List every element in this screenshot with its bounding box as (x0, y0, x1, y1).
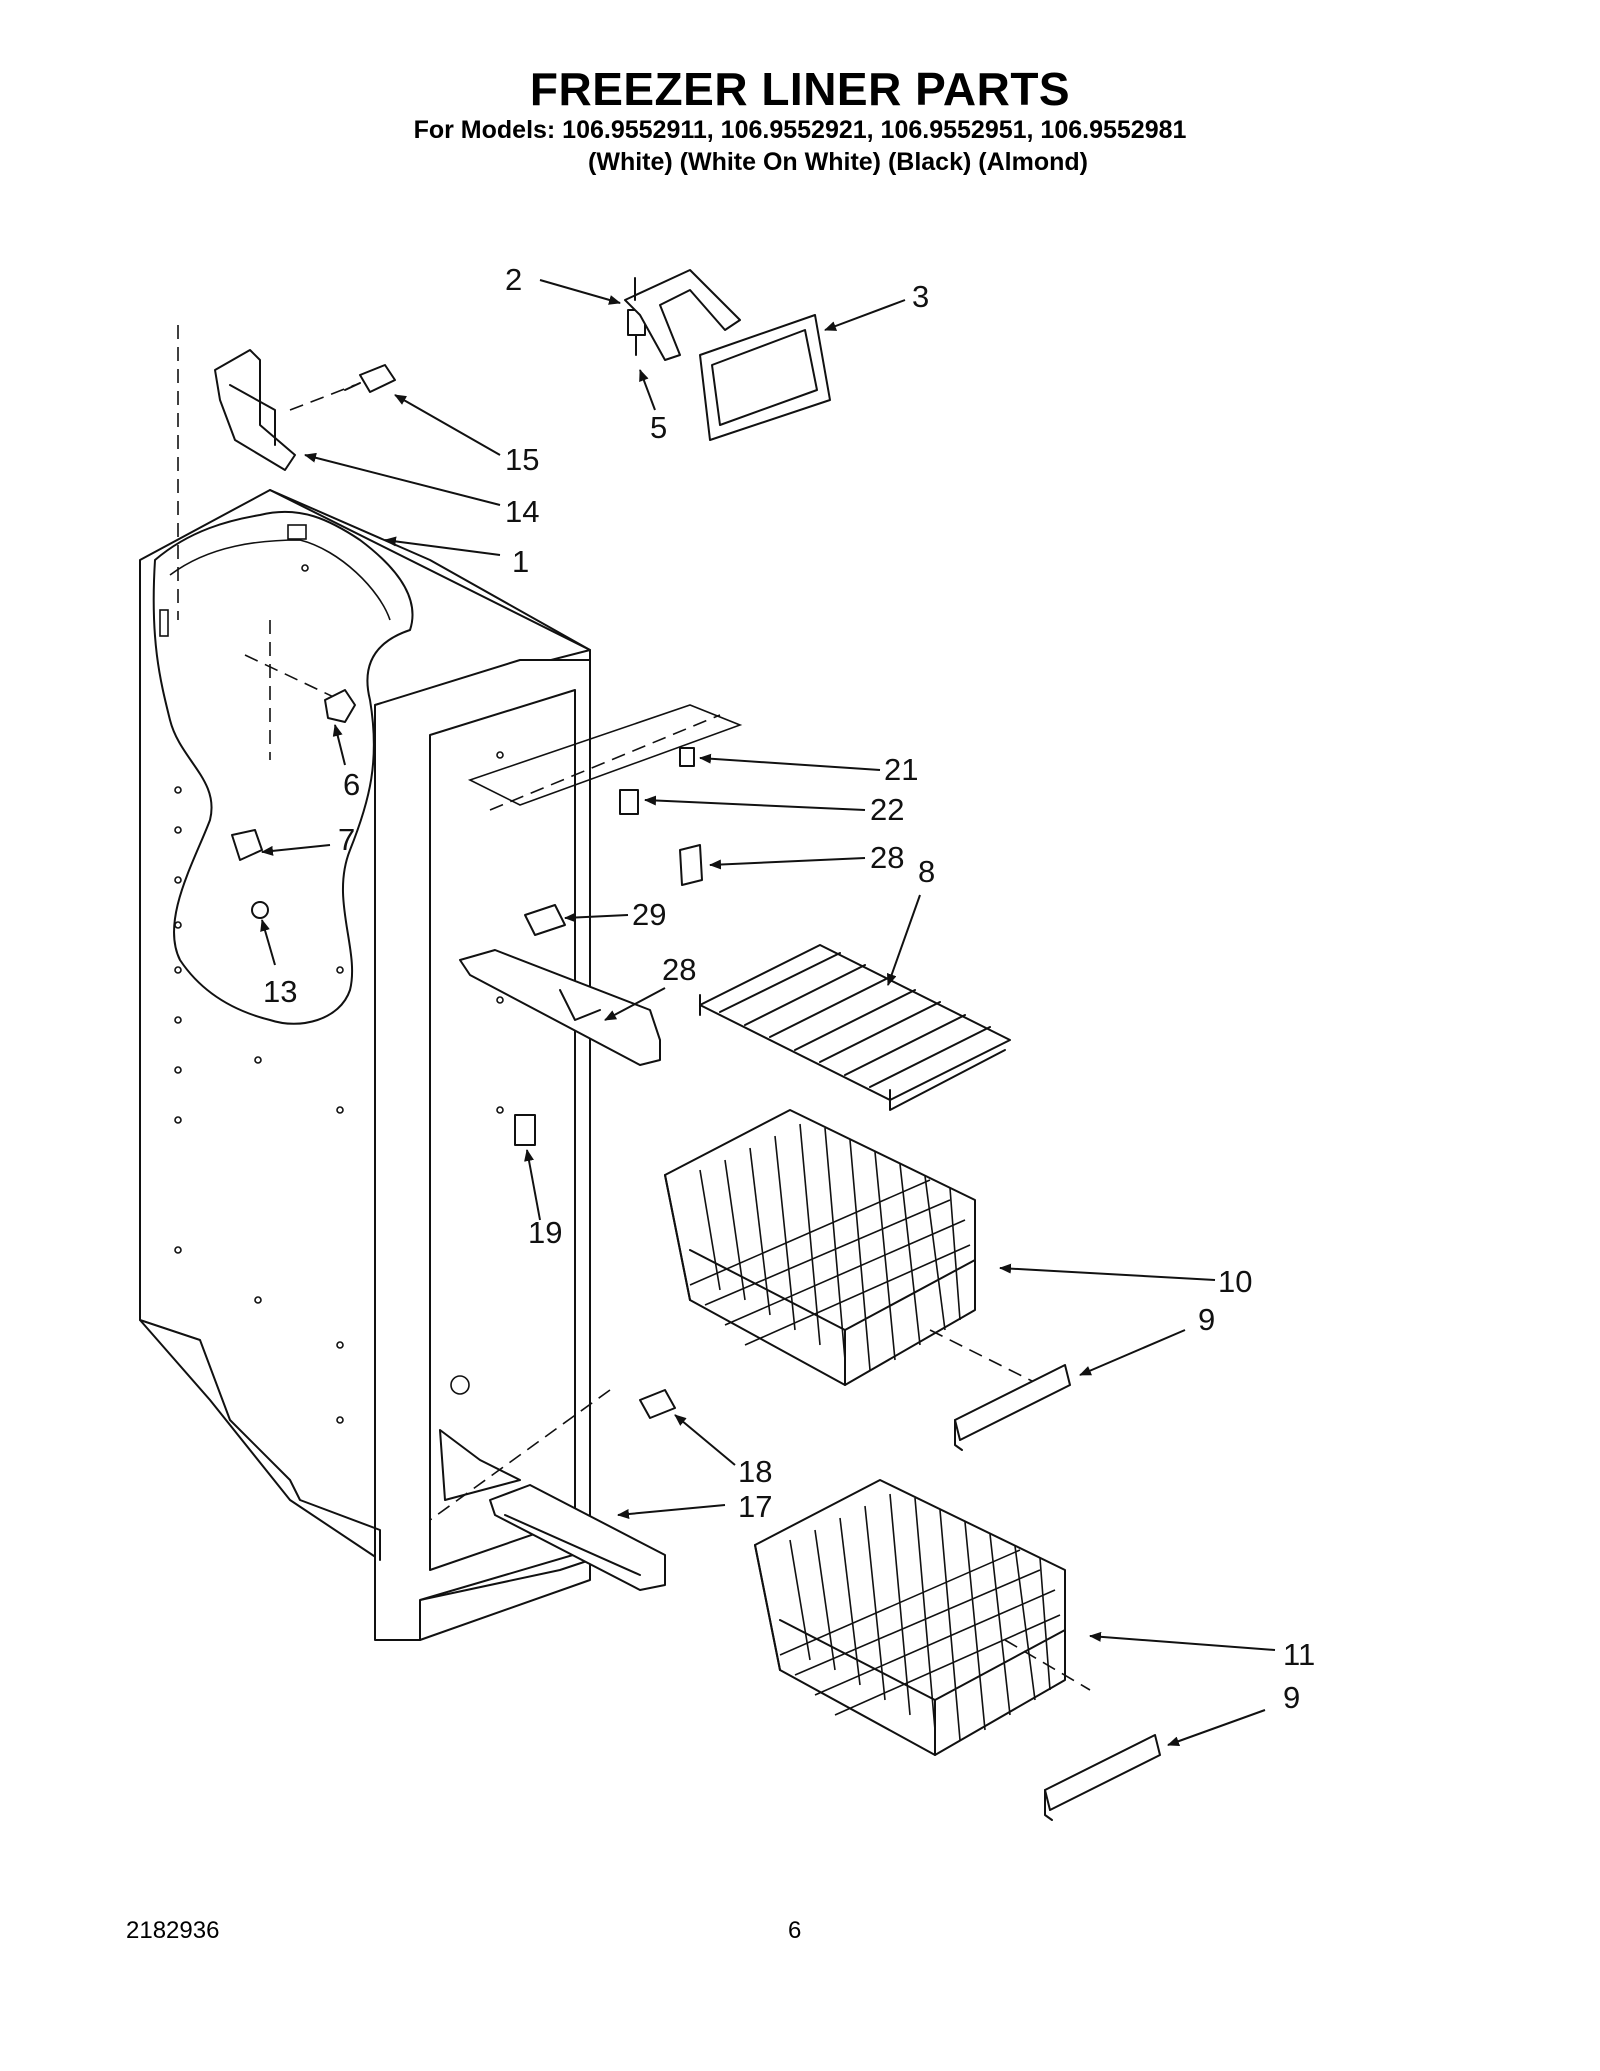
clip-6 (324, 689, 356, 723)
parts-20-21-22 (467, 704, 743, 886)
part-11-basket (754, 1479, 1066, 1756)
document-number: 2182936 (126, 1917, 220, 1944)
callout-5: 5 (650, 410, 667, 445)
variants-line: (White) (White On White) (Black) (Almond… (588, 148, 1088, 176)
page-title: FREEZER LINER PARTS (529, 63, 1071, 115)
part-17-trim (489, 1484, 666, 1591)
callout-20: 21 (884, 752, 918, 787)
callout-14: 14 (505, 494, 539, 529)
part-28-rail (459, 949, 661, 1066)
callout-labels: 2 3 5 15 14 1 6 7 13 21 22 28 8 29 28 19… (263, 262, 1315, 1715)
callout-28: 28 (662, 952, 696, 987)
callout-10: 10 (1218, 1264, 1252, 1299)
part-2-hanger (624, 269, 741, 361)
page-number: 6 (788, 1917, 802, 1944)
callout-18: 18 (738, 1454, 772, 1489)
callout-8: 8 (918, 854, 935, 889)
callout-21: 22 (870, 792, 904, 827)
callout-3: 3 (912, 279, 929, 314)
callout-1: 1 (512, 544, 529, 579)
callout-2: 2 (505, 262, 522, 297)
callout-13: 13 (263, 974, 297, 1009)
models-line: For Models: 106.9552911, 106.9552921, 10… (413, 116, 1187, 144)
callout-9-lower: 9 (1283, 1680, 1300, 1715)
part-9-stop-upper (954, 1364, 1071, 1451)
callout-leaders (260, 279, 1276, 1746)
callout-17: 17 (738, 1489, 772, 1524)
part-8-shelf (699, 944, 1011, 1111)
callout-11: 11 (1283, 1637, 1315, 1672)
callout-6: 6 (343, 767, 360, 802)
callout-19: 19 (528, 1215, 562, 1250)
callout-9-upper: 9 (1198, 1302, 1215, 1337)
part-14-bracket (214, 349, 296, 471)
screw-29 (524, 904, 566, 936)
callout-15: 15 (505, 442, 539, 477)
part-10-basket (664, 1109, 976, 1386)
callout-22: 28 (870, 840, 904, 875)
callout-7: 7 (338, 822, 355, 857)
part-13-plug (251, 901, 269, 919)
screw-15 (344, 364, 396, 393)
screw-18 (639, 1389, 676, 1419)
callout-29: 29 (632, 897, 666, 932)
freezer-liner (139, 489, 591, 1641)
part-9-stop-lower (1044, 1734, 1161, 1821)
part-3-frame (699, 314, 831, 441)
part-19-switch (514, 1114, 536, 1146)
